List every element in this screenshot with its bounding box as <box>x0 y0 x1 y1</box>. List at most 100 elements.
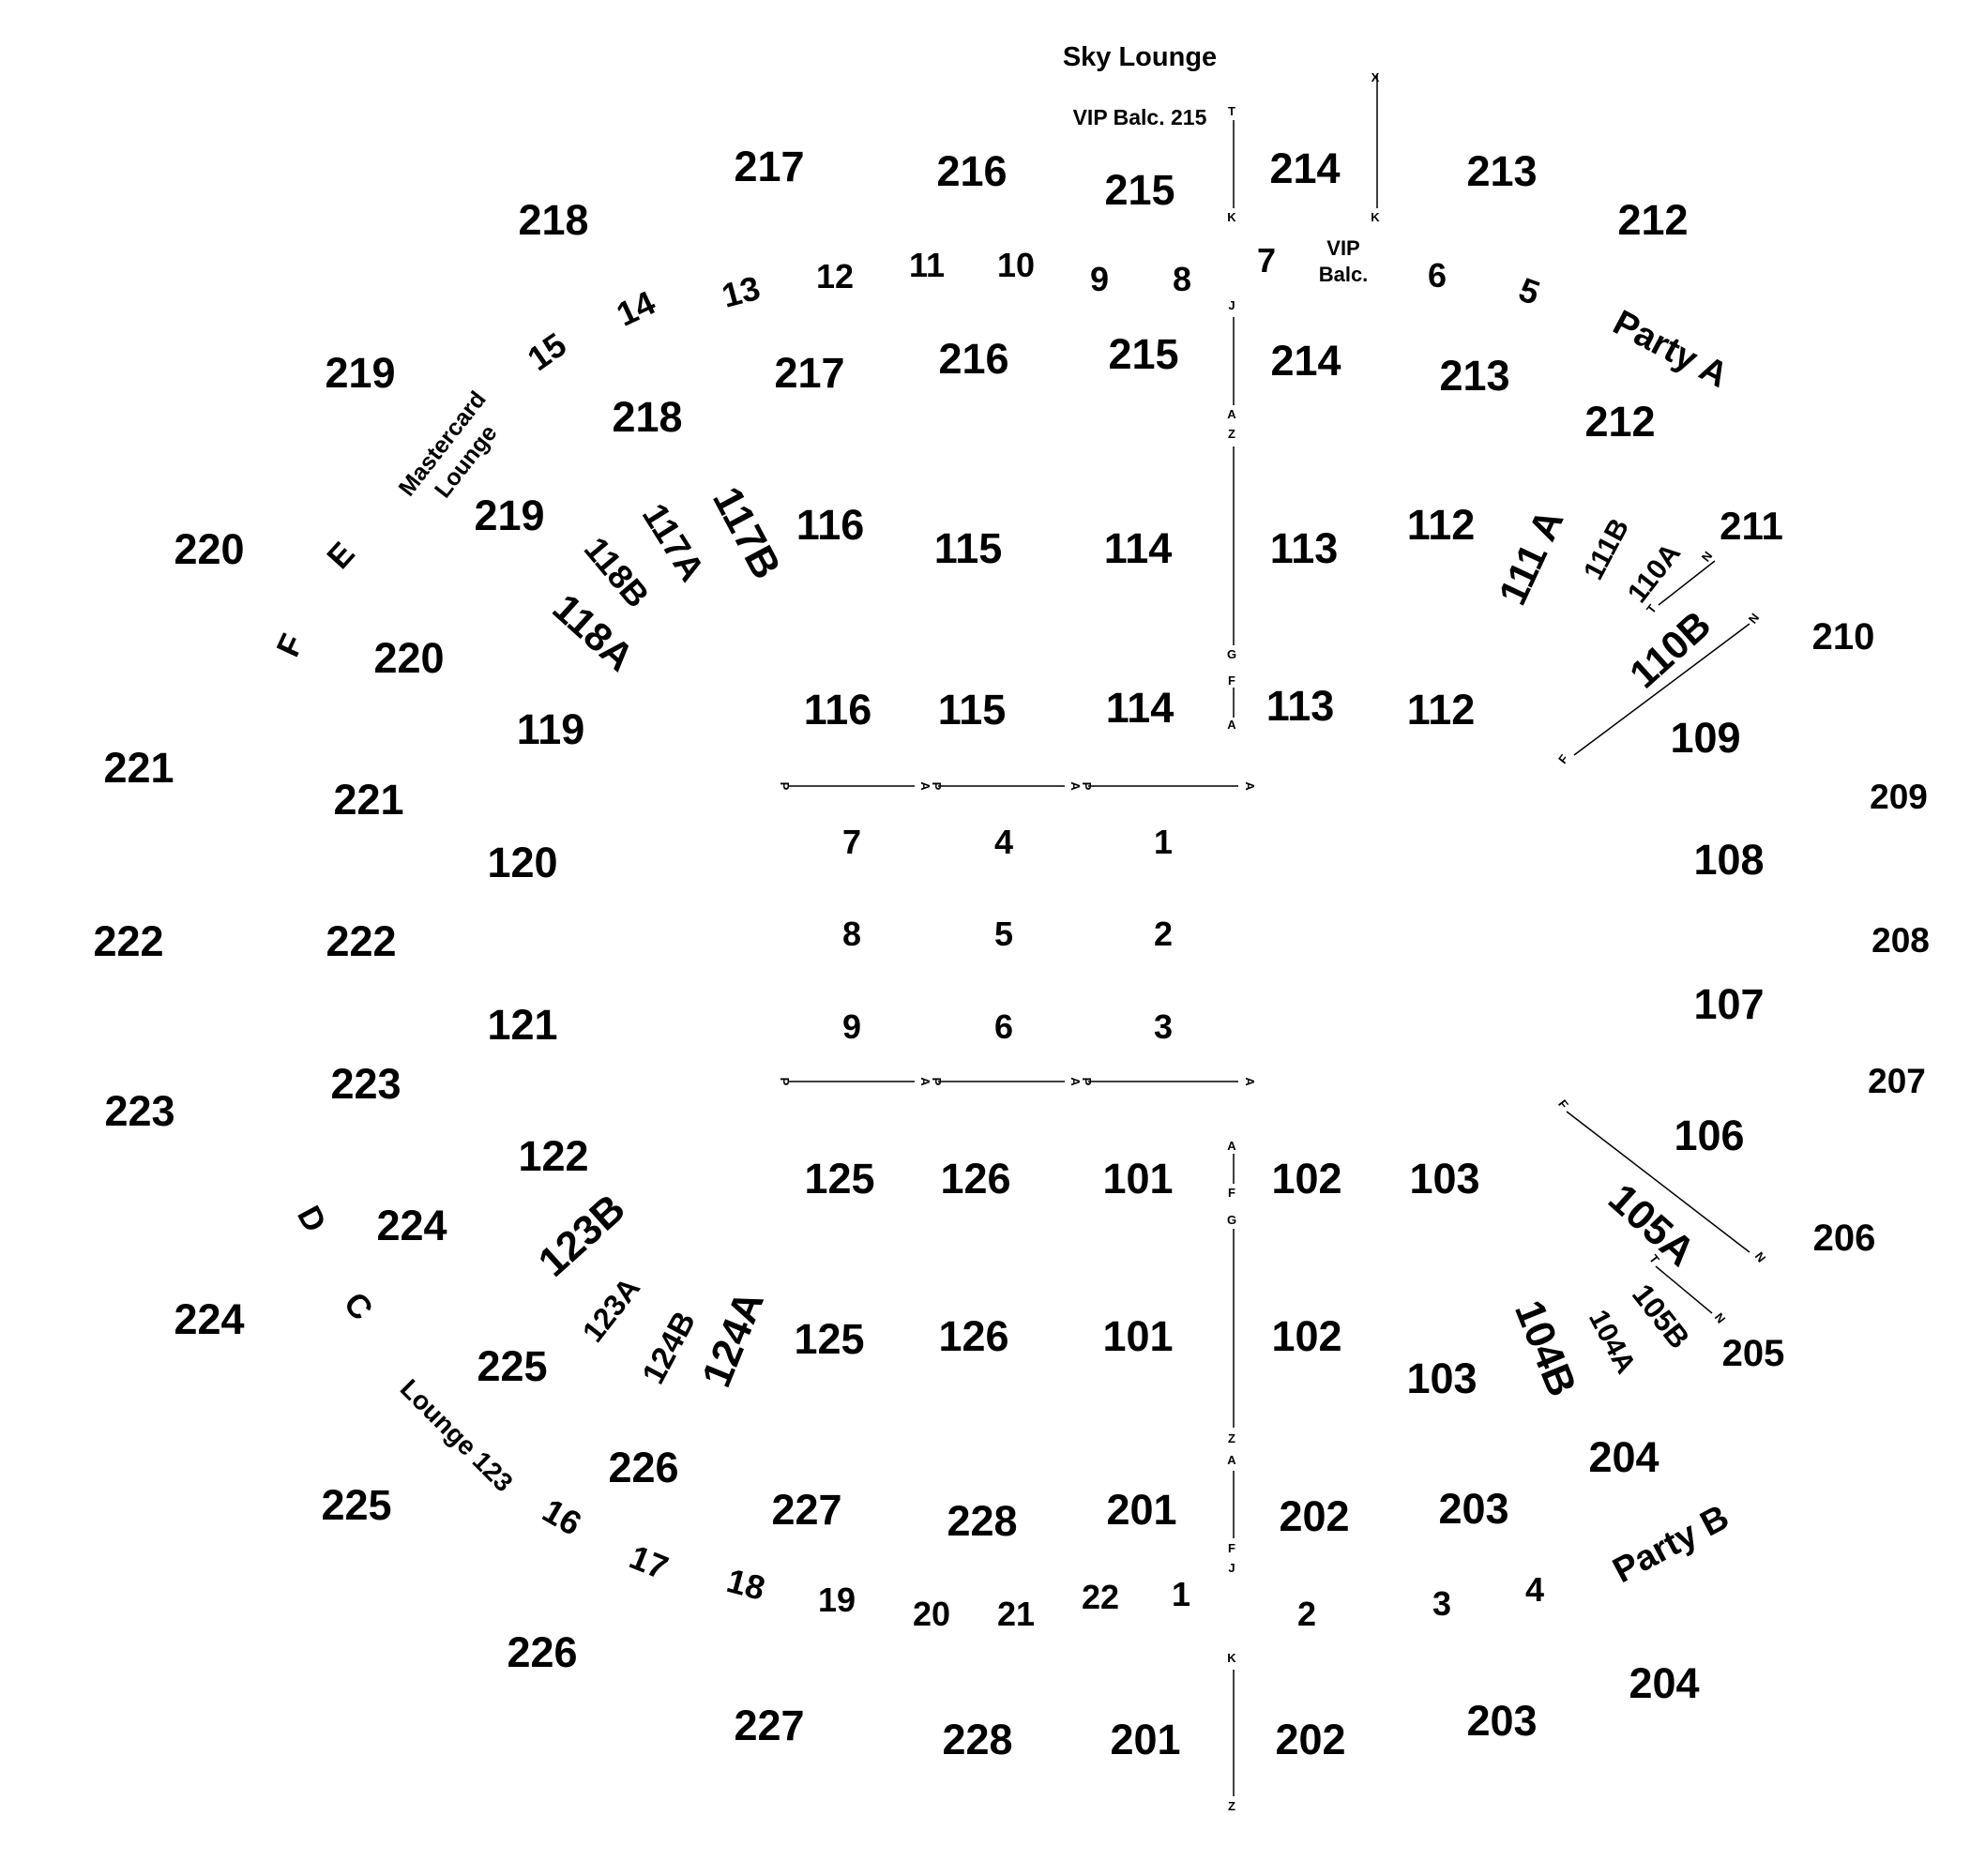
section-label[interactable]: 204 <box>1588 1433 1659 1481</box>
floor-section-label[interactable]: 9 <box>842 1007 861 1046</box>
section-label[interactable]: 210 <box>1812 616 1875 658</box>
section-label[interactable]: 216 <box>936 147 1007 195</box>
vip-balcony-215-label[interactable]: VIP Balc. 215 <box>1073 105 1207 129</box>
section-label[interactable]: 102 <box>1271 1312 1341 1360</box>
box-label[interactable]: 5 <box>1514 270 1545 312</box>
section-label[interactable]: 219 <box>474 492 544 539</box>
section-label[interactable]: 213 <box>1439 352 1509 400</box>
floor-section-label[interactable]: 1 <box>1154 823 1173 861</box>
section-label[interactable]: 109 <box>1670 714 1740 762</box>
section-label[interactable]: 228 <box>942 1716 1012 1763</box>
section-label[interactable]: 125 <box>794 1315 864 1363</box>
section-label[interactable]: 117A <box>634 497 712 589</box>
section-label[interactable]: 112 <box>1407 686 1476 734</box>
section-label[interactable]: 208 <box>1872 921 1930 960</box>
section-label[interactable]: 125 <box>804 1155 874 1203</box>
vip-balcony-label[interactable]: Balc. <box>1319 263 1369 286</box>
box-label[interactable]: 6 <box>1428 256 1447 295</box>
section-label[interactable]: 218 <box>518 196 588 244</box>
section-label[interactable]: 212 <box>1617 196 1688 244</box>
section-label[interactable]: 101 <box>1102 1155 1173 1203</box>
section-label[interactable]: 222 <box>326 917 396 965</box>
section-label[interactable]: 223 <box>330 1060 401 1108</box>
box-label[interactable]: 2 <box>1297 1595 1316 1633</box>
section-label[interactable]: 226 <box>507 1628 577 1676</box>
box-label[interactable]: 8 <box>1173 260 1191 298</box>
section-label[interactable]: 108 <box>1693 836 1764 884</box>
section-label[interactable]: 225 <box>321 1481 391 1529</box>
section-label[interactable]: 101 <box>1102 1312 1173 1360</box>
floor-section-label[interactable]: 2 <box>1154 915 1173 953</box>
section-label[interactable]: 222 <box>93 917 163 965</box>
sky-lounge-label[interactable]: Sky Lounge <box>1063 42 1217 72</box>
section-label[interactable]: 214 <box>1269 144 1340 192</box>
section-label[interactable]: 117B <box>704 479 790 586</box>
box-label[interactable]: 15 <box>521 325 573 378</box>
section-label[interactable]: 119 <box>517 705 585 753</box>
box-label[interactable]: 1 <box>1172 1575 1190 1613</box>
section-label[interactable]: 113 <box>1270 524 1339 572</box>
box-label[interactable]: 10 <box>997 246 1035 284</box>
section-label[interactable]: 213 <box>1466 147 1537 195</box>
section-label[interactable]: 103 <box>1406 1354 1477 1402</box>
section-label[interactable]: 123B <box>530 1186 634 1286</box>
section-label[interactable]: 124B <box>635 1306 703 1390</box>
box-label[interactable]: 3 <box>1432 1584 1451 1623</box>
box-label[interactable]: 14 <box>611 283 661 334</box>
section-label[interactable]: 105B <box>1626 1278 1696 1354</box>
section-label[interactable]: 214 <box>1270 337 1341 385</box>
section-label[interactable]: 211 <box>1720 504 1783 548</box>
section-label[interactable]: 224 <box>174 1295 244 1343</box>
section-label[interactable]: 203 <box>1466 1697 1537 1745</box>
box-label[interactable]: 16 <box>537 1490 588 1543</box>
section-label[interactable]: 104B <box>1506 1294 1585 1403</box>
section-label[interactable]: 122 <box>518 1132 588 1180</box>
box-label[interactable]: 18 <box>723 1561 769 1608</box>
section-label[interactable]: 104A <box>1583 1305 1642 1379</box>
section-label[interactable]: 114 <box>1106 684 1174 732</box>
section-label[interactable]: 227 <box>734 1702 804 1749</box>
box-label[interactable]: 9 <box>1090 260 1109 298</box>
section-label[interactable]: 215 <box>1108 330 1178 378</box>
section-label[interactable]: 102 <box>1271 1155 1341 1203</box>
section-label[interactable]: 205 <box>1722 1333 1785 1374</box>
section-label[interactable]: 220 <box>174 525 244 573</box>
section-label[interactable]: 224 <box>376 1202 447 1249</box>
section-label[interactable]: 116 <box>804 686 872 734</box>
section-label[interactable]: 220 <box>373 634 444 682</box>
section-label[interactable]: 223 <box>104 1087 174 1135</box>
section-label[interactable]: 228 <box>947 1497 1017 1545</box>
section-label[interactable]: 212 <box>1584 398 1655 446</box>
section-label[interactable]: 219 <box>325 349 395 397</box>
box-label[interactable]: 13 <box>718 268 764 315</box>
floor-section-label[interactable]: 5 <box>994 915 1013 953</box>
section-label[interactable]: 110A <box>1622 537 1687 609</box>
section-label[interactable]: 202 <box>1279 1492 1349 1540</box>
section-label[interactable]: 221 <box>333 776 403 824</box>
section-label[interactable]: 217 <box>734 143 804 190</box>
party-a-label[interactable]: Party A <box>1607 303 1735 396</box>
section-label[interactable]: 209 <box>1870 778 1928 816</box>
section-label[interactable]: 113 <box>1266 682 1335 730</box>
section-label[interactable]: 221 <box>103 744 174 792</box>
section-label[interactable]: 112 <box>1407 501 1476 549</box>
section-label[interactable]: 202 <box>1275 1716 1345 1763</box>
section-label[interactable]: 225 <box>477 1342 547 1390</box>
section-label[interactable]: 121 <box>487 1001 557 1049</box>
box-label[interactable]: 19 <box>818 1581 856 1619</box>
floor-section-label[interactable]: 4 <box>994 823 1013 861</box>
section-label[interactable]: 110B <box>1621 602 1719 697</box>
section-label[interactable]: 201 <box>1110 1716 1180 1763</box>
section-label[interactable]: 114 <box>1104 524 1173 572</box>
vip-balcony-label[interactable]: VIP <box>1326 236 1359 260</box>
section-label[interactable]: 226 <box>608 1444 678 1491</box>
box-label[interactable]: 22 <box>1082 1578 1119 1616</box>
floor-section-label[interactable]: 3 <box>1154 1007 1173 1046</box>
box-label[interactable]: 17 <box>624 1537 673 1587</box>
box-label[interactable]: 4 <box>1525 1570 1544 1609</box>
section-label[interactable]: 207 <box>1868 1062 1926 1100</box>
section-label[interactable]: 106 <box>1674 1112 1744 1159</box>
section-label[interactable]: 115 <box>934 524 1003 572</box>
floor-section-label[interactable]: 8 <box>842 915 861 953</box>
section-label[interactable]: 203 <box>1438 1485 1508 1533</box>
